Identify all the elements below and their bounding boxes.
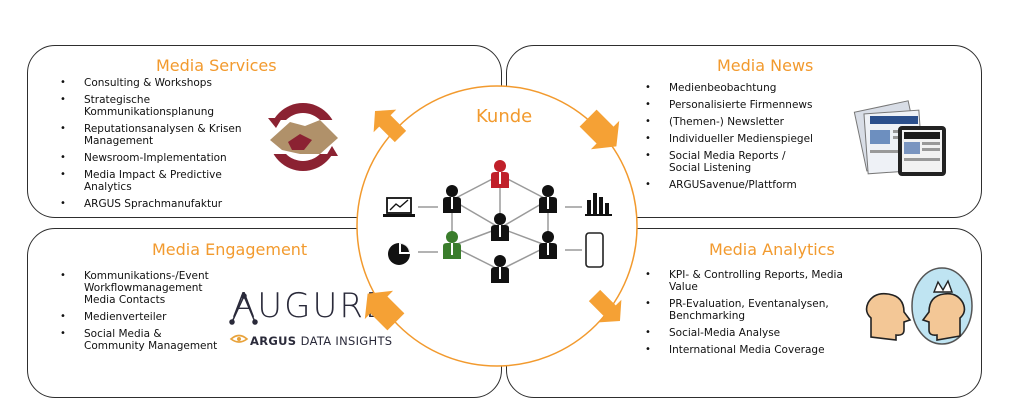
list-item-line: Strategische [84, 94, 151, 106]
list-item: Kommunikations-/EventWorkflowmanagementM… [56, 270, 256, 306]
augure-logo-text: AUGURE [232, 286, 389, 326]
list-item: PR-Evaluation, Eventanalysen,Benchmarkin… [641, 298, 861, 322]
list-item: Individueller Medienspiegel [641, 133, 851, 145]
pie-chart-icon [388, 243, 410, 265]
arrow-bottom-left-icon [364, 290, 405, 331]
list-item-line: Medienverteiler [84, 311, 167, 323]
list-item: ARGUSavenue/Plattform [641, 179, 851, 191]
argus-data-insights-logo: ARGUS DATA INSIGHTS [250, 334, 392, 348]
person-icon-black [491, 255, 509, 283]
list-item-line: Management [84, 135, 154, 147]
list-item-line: Value [669, 281, 698, 293]
arrow-top-right-icon [579, 109, 620, 150]
list-item: Social Media Reports /Social Listening [641, 150, 851, 174]
media-analytics-title: Media Analytics [709, 240, 835, 259]
list-item-line: Social Media & [84, 328, 162, 340]
handshake-icon [262, 103, 344, 171]
media-services-list: Consulting & WorkshopsStrategischeKommun… [56, 77, 306, 215]
list-item-line: Social-Media Analyse [669, 327, 781, 339]
newspapers-tablet-icon [853, 100, 946, 176]
network-people [443, 160, 557, 283]
list-item: Social-Media Analyse [641, 327, 861, 339]
list-item-line: Individueller Medienspiegel [669, 133, 813, 145]
list-item: Medienbeobachtung [641, 82, 851, 94]
logo-data-insights-text: DATA INSIGHTS [300, 334, 393, 348]
augure-logo-mark [229, 293, 258, 325]
list-item-line: Workflowmanagement [84, 282, 203, 294]
arrow-top-left-icon [373, 109, 407, 143]
argus-eye-icon [229, 334, 249, 343]
list-item-line: Social Media Reports / [669, 150, 786, 162]
list-item-line: Media Contacts [84, 294, 166, 306]
list-item-line: International Media Coverage [669, 344, 825, 356]
person-icon-black [443, 185, 461, 213]
list-item-line: ARGUS Sprachmanufaktur [84, 198, 223, 210]
list-item: Medienverteiler [56, 311, 256, 323]
person-icon-black [539, 185, 557, 213]
laptop-chart-icon [383, 197, 415, 217]
list-item-line: Social Listening [669, 162, 752, 174]
list-item: Newsroom-Implementation [56, 152, 306, 164]
list-item: ARGUS Sprachmanufaktur [56, 198, 306, 210]
list-item-line: Kommunikationsplanung [84, 106, 215, 118]
logo-argus-text: ARGUS [250, 334, 297, 348]
smartphone-icon [585, 232, 604, 268]
list-item: International Media Coverage [641, 344, 861, 356]
kunde-label: Kunde [476, 106, 533, 127]
media-news-title: Media News [717, 56, 814, 75]
list-item-line: Medienbeobachtung [669, 82, 777, 94]
list-item: Social Media &Community Management [56, 328, 256, 352]
list-item-line: Kommunikations-/Event [84, 270, 209, 282]
list-item-line: Community Management [84, 340, 218, 352]
media-services-title: Media Services [156, 56, 277, 75]
list-item-line: Reputationsanalysen & Krisen [84, 123, 242, 135]
list-item-line: Analytics [84, 181, 132, 193]
list-item-line: Personalisierte Firmennews [669, 99, 813, 111]
faces-mirror-icon [865, 267, 973, 345]
media-analytics-list: KPI- & Controlling Reports, MediaValuePR… [641, 269, 861, 361]
person-icon-red [491, 160, 509, 188]
list-item-line: Consulting & Workshops [84, 77, 212, 89]
list-item-line: PR-Evaluation, Eventanalysen, [669, 298, 829, 310]
person-icon-green [443, 231, 461, 259]
cycle-arrows [364, 109, 622, 331]
list-item: Consulting & Workshops [56, 77, 306, 89]
person-icon-black [539, 231, 557, 259]
list-item-line: KPI- & Controlling Reports, Media [669, 269, 843, 281]
list-item-line: Media Impact & Predictive [84, 169, 222, 181]
media-engagement-title: Media Engagement [152, 240, 308, 259]
list-item: Personalisierte Firmennews [641, 99, 851, 111]
list-item: (Themen-) Newsletter [641, 116, 851, 128]
bar-chart-icon [585, 193, 612, 216]
person-icon-black [491, 213, 509, 241]
list-item-line: ARGUSavenue/Plattform [669, 179, 797, 191]
arrow-bottom-right-icon [588, 289, 622, 323]
list-item-line: (Themen-) Newsletter [669, 116, 784, 128]
list-item-line: Benchmarking [669, 310, 746, 322]
media-news-list: MedienbeobachtungPersonalisierte Firmenn… [641, 82, 851, 196]
list-item-line: Newsroom-Implementation [84, 152, 227, 164]
media-engagement-list: Kommunikations-/EventWorkflowmanagementM… [56, 270, 256, 357]
